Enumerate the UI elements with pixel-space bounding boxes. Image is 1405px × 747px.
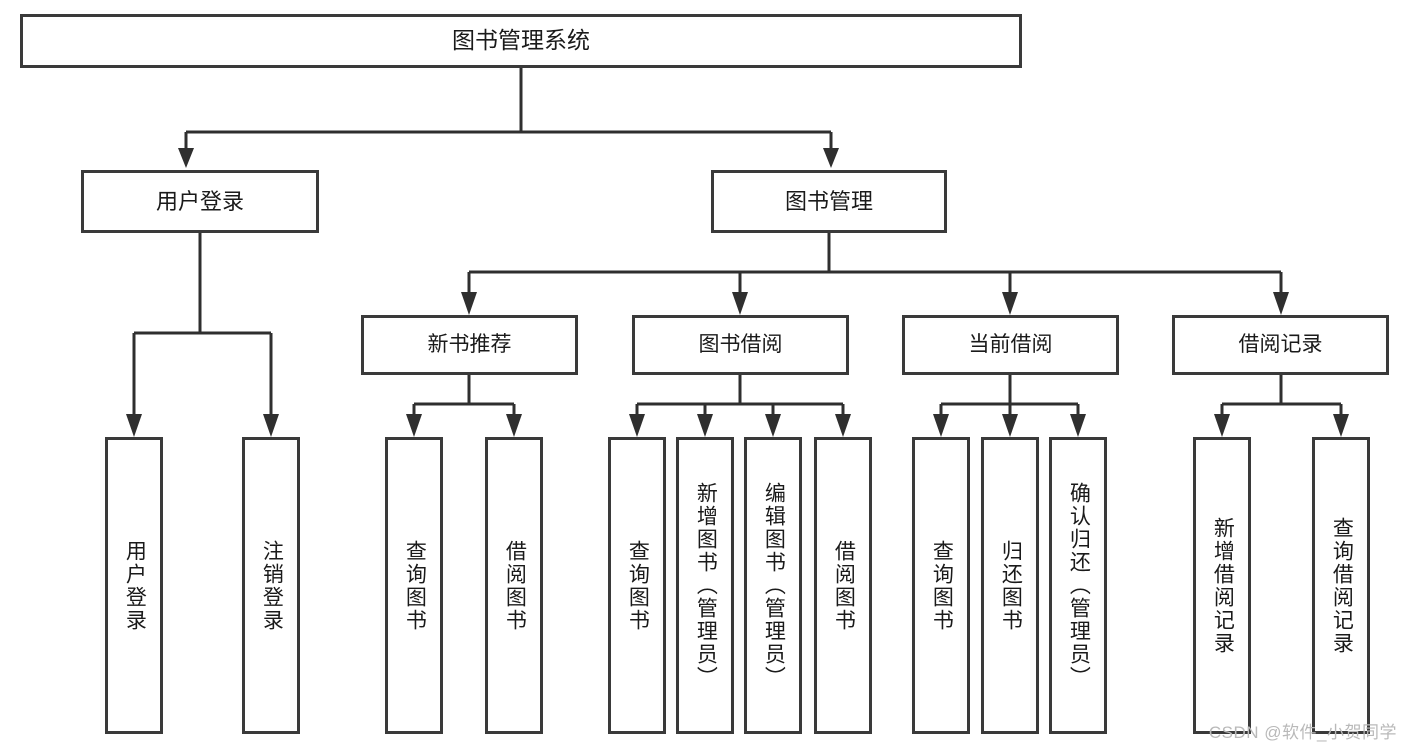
leaf-book-borrow-add[interactable]: 新增图书（管理员） [676,437,734,734]
node-label: 用户登录 [155,188,244,214]
leaf-current-borrow-confirm-return[interactable]: 确认归还（管理员） [1049,437,1107,734]
leaf-borrow-record-query[interactable]: 查询借阅记录 [1312,437,1370,734]
leaf-borrow-record-add[interactable]: 新增借阅记录 [1193,437,1251,734]
node-label: 新增借阅记录 [1211,516,1235,655]
leaf-new-book-borrow[interactable]: 借阅图书 [485,437,543,734]
node-user-login[interactable]: 用户登录 [81,170,319,233]
node-root-book-management-system[interactable]: 图书管理系统 [20,14,1022,68]
leaf-new-book-query[interactable]: 查询图书 [385,437,443,734]
node-label: 编辑图书（管理员） [762,482,786,689]
leaf-book-borrow-edit[interactable]: 编辑图书（管理员） [744,437,802,734]
node-label: 借阅图书 [832,539,856,632]
leaf-user-login-logout[interactable]: 注销登录 [242,437,300,734]
node-label: 查询图书 [930,539,954,632]
leaf-current-borrow-query[interactable]: 查询图书 [912,437,970,734]
node-label: 当前借阅 [968,332,1053,356]
node-book-management[interactable]: 图书管理 [711,170,947,233]
node-label: 新增图书（管理员） [694,482,718,689]
node-label: 归还图书 [999,539,1023,632]
leaf-book-borrow-query[interactable]: 查询图书 [608,437,666,734]
node-label: 查询图书 [626,539,650,632]
node-label: 新书推荐 [427,332,512,356]
node-borrow-record[interactable]: 借阅记录 [1172,315,1389,375]
node-new-book-recommend[interactable]: 新书推荐 [361,315,578,375]
node-label: 查询借阅记录 [1330,516,1354,655]
node-book-borrow[interactable]: 图书借阅 [632,315,849,375]
node-label: 确认归还（管理员） [1067,482,1091,689]
node-label: 图书管理 [784,188,873,214]
node-label: 图书借阅 [698,332,783,356]
node-current-borrow[interactable]: 当前借阅 [902,315,1119,375]
leaf-current-borrow-return[interactable]: 归还图书 [981,437,1039,734]
node-label: 查询图书 [403,539,427,632]
leaf-book-borrow-borrow[interactable]: 借阅图书 [814,437,872,734]
node-label: 注销登录 [260,539,284,632]
leaf-user-login-login[interactable]: 用户登录 [105,437,163,734]
node-label: 用户登录 [123,539,147,632]
node-label: 图书管理系统 [452,27,590,54]
csdn-watermark: CSDN @软件_小贺同学 [1208,723,1397,742]
node-label: 借阅图书 [503,539,527,632]
node-label: 借阅记录 [1238,332,1323,356]
